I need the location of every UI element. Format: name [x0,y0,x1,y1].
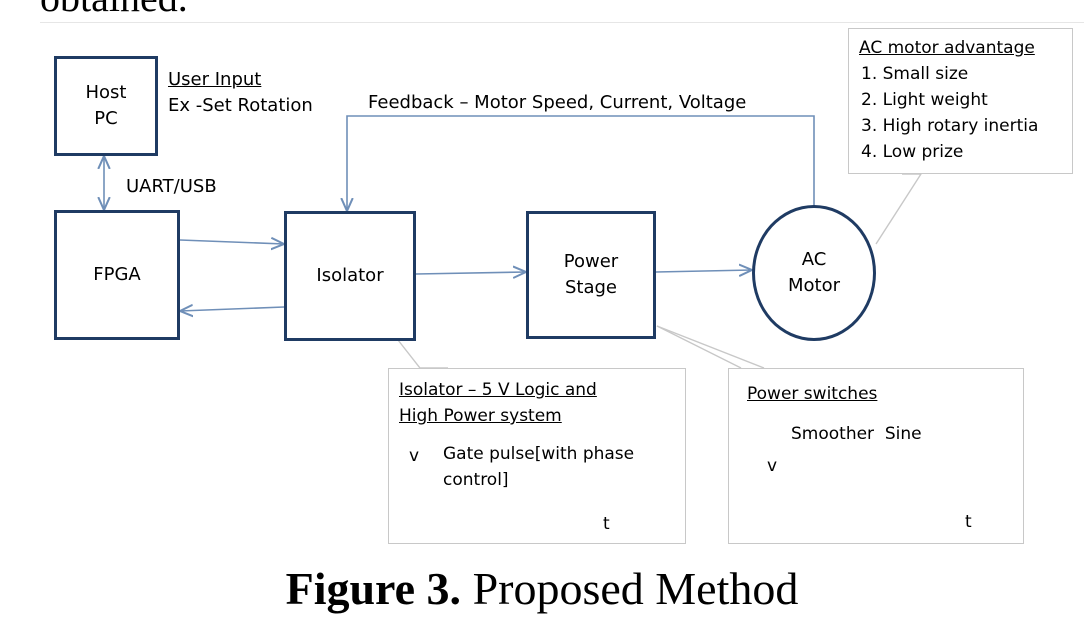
isolator-to-power-arrow [415,272,526,274]
ac-motor-block: AC Motor [752,205,876,341]
feedback-label: Feedback – Motor Speed, Current, Voltage [368,92,747,113]
set-rotation-label: Ex -Set Rotation [168,95,313,116]
advantage-item: 1. Small size [861,64,969,84]
fpga-to-isolator-arrow [179,240,284,244]
advantage-item: 2. Light weight [861,90,988,110]
fpga-block: FPGA [54,210,180,340]
power-stage-label: Power Stage [563,250,619,298]
top-divider [40,22,1084,23]
gate-pulse-label-1: Gate pulse[with phase [443,444,635,464]
isolator-axis-t-label: t [603,514,610,534]
smoother-sine-label: Smoother Sine [791,424,922,444]
isolator-callout-title-2: High Power system [399,406,562,426]
uart-usb-label: UART/USB [126,176,217,197]
ac-motor-label: AC Motor [787,248,840,296]
isolator-callout-title-1: Isolator – 5 V Logic and [399,380,597,400]
fpga-label: FPGA [93,263,141,285]
advantage-callout: AC motor advantage 1. Small size 2. Ligh… [848,28,1073,174]
power-callout-pointer-1 [656,325,765,369]
power-axis-t-label: t [965,512,972,532]
truncated-body-text: obtained. [40,0,188,21]
isolator-block: Isolator [284,211,416,341]
isolator-callout: Isolator – 5 V Logic and High Power syst… [388,368,686,544]
isolator-to-fpga-arrow [180,307,285,311]
figure-caption: Figure 3. Proposed Method [0,562,1084,615]
user-input-label: User Input [168,69,262,90]
isolator-callout-pointer [397,339,448,369]
host-pc-label: Host PC [85,81,127,129]
advantage-item: 3. High rotary inertia [861,116,1039,136]
advantage-title: AC motor advantage [859,38,1035,58]
host-pc-block: Host PC [54,56,158,156]
figure-caption-prefix: Figure 3. [285,563,462,614]
power-stage-block: Power Stage [526,211,656,339]
power-switches-callout: Power switches Smoother Sine v t [728,368,1024,544]
feedback-arrow [347,115,815,211]
power-axis-v-label: v [767,456,778,476]
power-to-motor-arrow [655,270,752,272]
isolator-label: Isolator [316,264,384,286]
power-callout-title: Power switches [747,384,878,404]
power-callout-pointer-2 [656,325,742,369]
gate-pulse-label-2: control] [443,470,509,490]
advantage-item: 4. Low prize [861,142,964,162]
figure-caption-text: Proposed Method [461,563,799,614]
isolator-axis-v-label: v [409,446,420,466]
advantage-callout-pointer [875,173,923,245]
